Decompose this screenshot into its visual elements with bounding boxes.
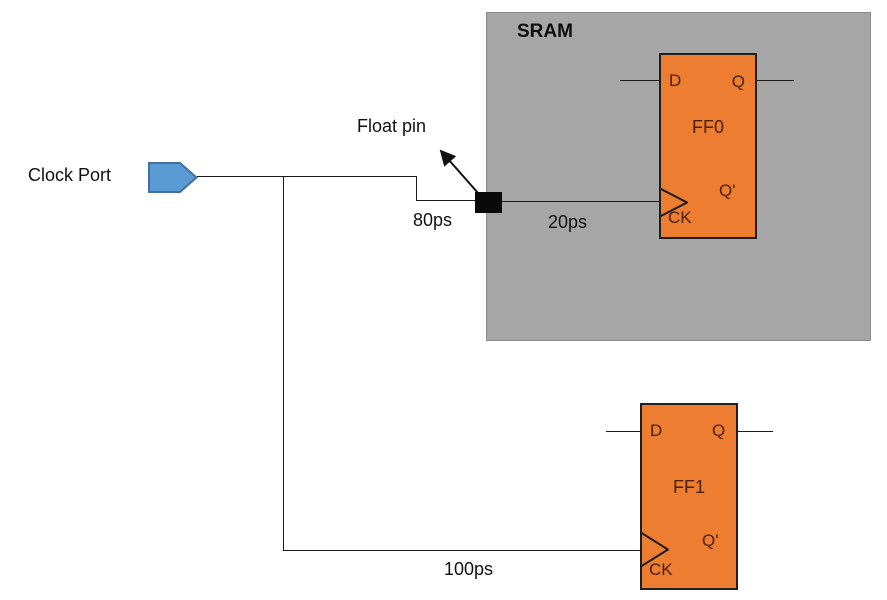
ff0-pin-qbar-label: Q'	[719, 181, 736, 200]
ff0-pin-ck-label: CK	[668, 208, 692, 227]
ff1-box: D Q FF1 Q' CK	[640, 403, 738, 590]
float-pin-label: Float pin	[357, 116, 427, 136]
ff1-d-stub-wire	[606, 431, 640, 432]
sram-label: SRAM	[517, 21, 573, 42]
wire-branch-vertical	[283, 176, 284, 551]
delay-80ps-label: 80ps	[413, 210, 453, 230]
ff0-name-label: FF0	[691, 117, 724, 137]
wire-step-down	[416, 176, 417, 201]
wire-clock-main	[197, 176, 417, 177]
delay-100ps-label: 100ps	[444, 559, 494, 579]
ff1-pin-qbar-label: Q'	[702, 531, 719, 550]
clock-port-label: Clock Port	[28, 165, 112, 185]
float-pin-arrow-icon	[439, 149, 479, 194]
ff0-pin-q-label: Q	[731, 72, 745, 91]
ff1-clock-edge-icon	[640, 531, 669, 568]
float-pin-node	[475, 192, 502, 213]
delay-20ps-label: 20ps	[548, 212, 588, 232]
ff1-pin-d-label: D	[650, 421, 663, 440]
ff1-pin-q-label: Q	[712, 421, 726, 440]
ff0-clock-edge-icon	[659, 187, 688, 218]
ff0-pin-d-label: D	[669, 71, 682, 90]
ff0-d-stub-wire	[620, 80, 659, 81]
wire-20ps-segment	[501, 201, 661, 202]
ff0-q-stub-wire	[757, 80, 794, 81]
ff0-box: D Q FF0 Q' CK	[659, 53, 757, 239]
wire-80ps-segment	[416, 200, 476, 201]
wire-100ps-segment	[283, 550, 642, 551]
ff1-pin-ck-label: CK	[649, 560, 673, 579]
ff1-q-stub-wire	[738, 431, 773, 432]
ff1-name-label: FF1	[672, 477, 705, 497]
clock-port-pentagon-icon	[148, 162, 198, 193]
